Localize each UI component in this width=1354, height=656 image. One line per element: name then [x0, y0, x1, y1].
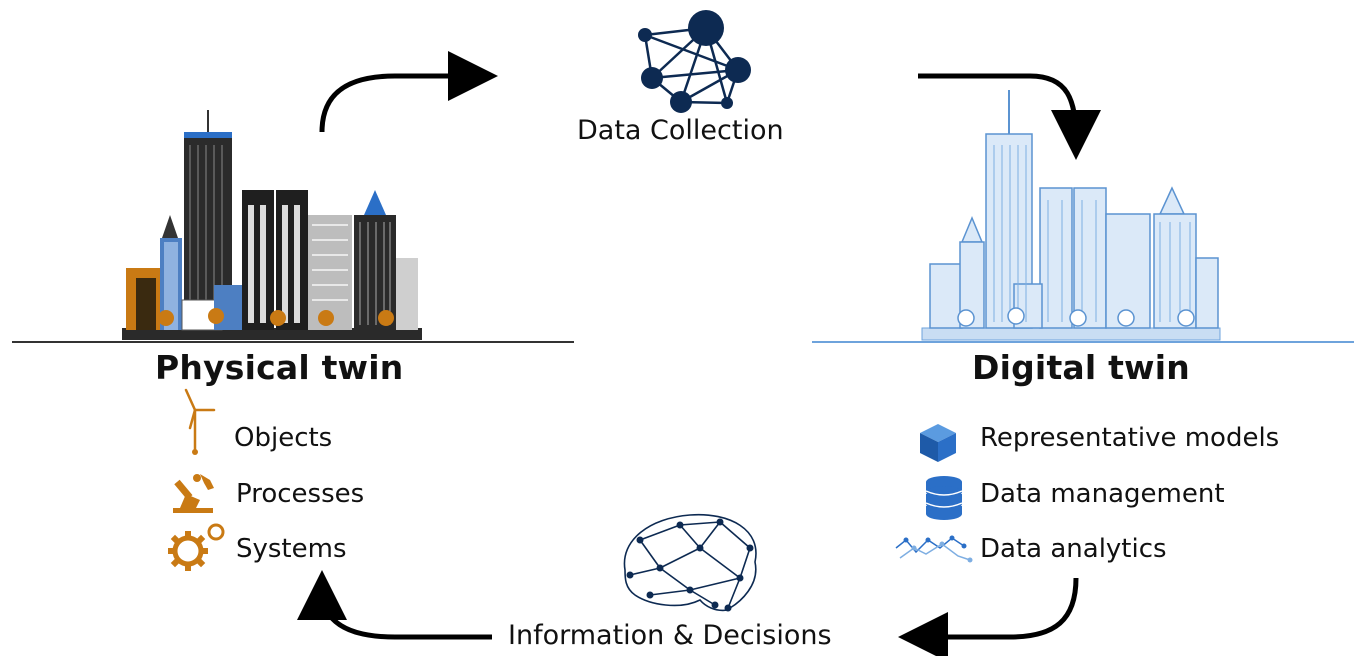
data-analytics-label: Data analytics	[980, 534, 1167, 564]
data-management-label: Data management	[980, 479, 1225, 509]
objects-label: Objects	[234, 423, 333, 453]
information-decisions-label: Information & Decisions	[508, 620, 832, 651]
processes-label: Processes	[236, 479, 365, 509]
systems-label: Systems	[236, 534, 347, 564]
arrow-to-decisions	[898, 577, 1079, 656]
physical-twin-title: Physical twin	[155, 348, 404, 387]
data-collection-label: Data Collection	[577, 115, 784, 146]
arrow-to-digital-twin	[918, 73, 1101, 160]
representative-models-label: Representative models	[980, 423, 1280, 453]
arrow-to-data-collection	[319, 51, 498, 133]
arrow-to-physical-twin	[297, 570, 492, 640]
digital-twin-title: Digital twin	[972, 348, 1190, 387]
